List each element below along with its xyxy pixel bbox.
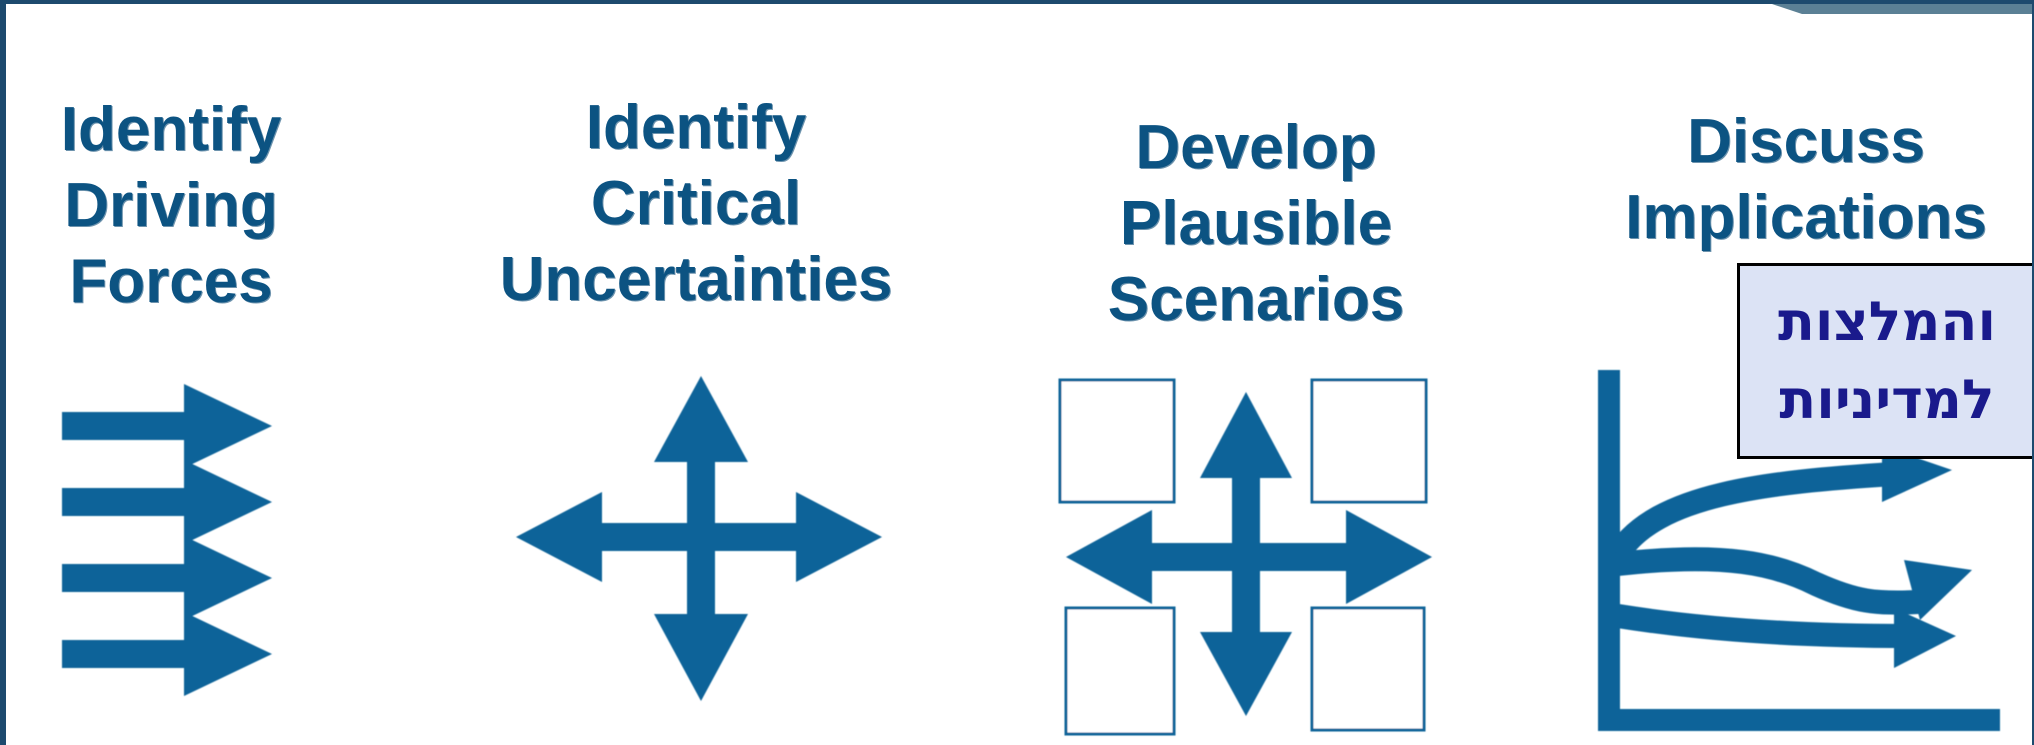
parallel-arrows-icon xyxy=(62,384,272,696)
scenario-box-bottom-left xyxy=(1064,606,1176,736)
hebrew-callout-box: והמלצות למדיניות xyxy=(1737,263,2032,459)
arrow-4-icon xyxy=(62,612,272,696)
step-4-title: Discuss Implications & xyxy=(1625,107,1987,328)
trend-line-lower xyxy=(1616,604,1909,648)
arrow-1-icon xyxy=(62,384,272,468)
scenario-box-top-right xyxy=(1310,378,1428,504)
step-1-title: Identify Driving Forces xyxy=(60,95,282,316)
four-way-arrows-icon xyxy=(516,376,882,701)
trend-line-upper xyxy=(1607,462,1895,561)
diverging-trends-icon xyxy=(1598,370,2000,731)
corner-decoration xyxy=(1772,4,2032,14)
callout-line-2: למדיניות xyxy=(1779,368,1995,431)
arrow-3-icon xyxy=(62,536,272,620)
trend-line-middle xyxy=(1616,547,1919,615)
callout-line-1: והמלצות xyxy=(1777,290,1997,353)
arrow-2-icon xyxy=(62,460,272,544)
scenario-quadrants-icon xyxy=(1058,378,1432,736)
trend-arrow-upper xyxy=(1882,446,1952,502)
x-axis xyxy=(1598,709,2000,731)
step-2-title: Identify Critical Uncertainties xyxy=(499,93,893,314)
process-icons xyxy=(62,370,2000,736)
trend-arrow-lower xyxy=(1894,608,1956,668)
step-3-title: Develop Plausible Scenarios xyxy=(1107,113,1405,334)
scenario-box-bottom-right xyxy=(1310,606,1426,732)
trend-arrow-middle xyxy=(1904,560,1972,620)
scenario-box-top-left xyxy=(1058,378,1176,504)
